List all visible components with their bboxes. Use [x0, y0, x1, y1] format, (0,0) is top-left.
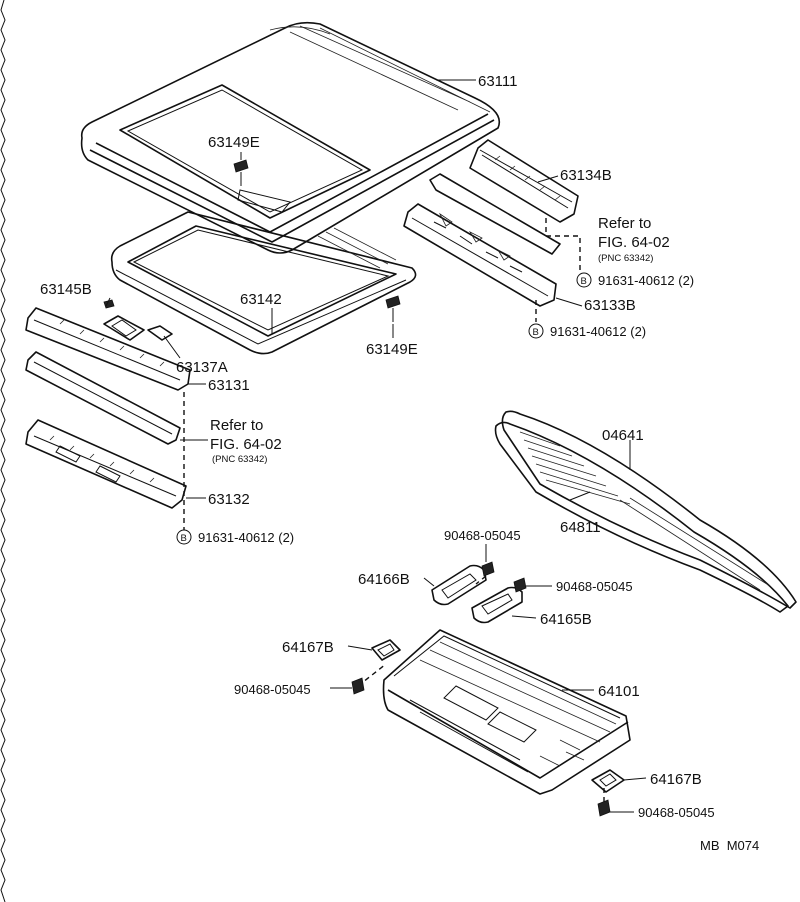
clip-90468-c	[351, 677, 365, 695]
label-64166b: 64166B	[358, 571, 410, 588]
badge-b-top: B	[576, 272, 592, 288]
bracket-63137a	[147, 325, 173, 341]
frame-63142	[110, 211, 417, 355]
label-63133b: 63133B	[584, 297, 636, 314]
bracket-63145b	[103, 299, 145, 341]
label-refer-mid-1: Refer to	[210, 417, 263, 434]
roof-panel	[80, 21, 500, 254]
clip-90468-d	[597, 799, 611, 817]
label-bolt-spec-b: 91631-40612 (2)	[550, 324, 646, 339]
label-refer-mid-3: (PNC 63342)	[212, 454, 267, 465]
rail-63133b	[403, 203, 557, 307]
label-63131: 63131	[208, 377, 250, 394]
badge-b-mid: B	[528, 323, 544, 339]
label-63111: 63111	[478, 73, 518, 90]
label-64167b-right: 64167B	[650, 771, 702, 788]
label-63137a: 63137A	[176, 359, 228, 376]
pad-64167b-left	[371, 639, 401, 661]
label-bolt-spec-a: 91631-40612 (2)	[598, 273, 694, 288]
rear-glass	[494, 410, 797, 613]
label-64811: 64811	[560, 519, 601, 536]
badge-b-left: B	[176, 529, 192, 545]
dash-line-clip-a	[475, 575, 487, 585]
label-refer-top-3: (PNC 63342)	[598, 253, 653, 264]
label-63149e-mid: 63149E	[366, 341, 418, 358]
badge-b-left-letter: B	[181, 533, 187, 544]
dash-line-clip-b	[357, 663, 387, 687]
label-clip-1: 90468-05045	[444, 528, 521, 543]
bolt-63149e-mid	[385, 295, 401, 322]
dash-line-right-a	[545, 218, 581, 272]
pad-64165b	[471, 586, 523, 624]
label-refer-top-2: FIG. 64-02	[598, 234, 670, 251]
label-64167b-left: 64167B	[282, 639, 334, 656]
label-63132: 63132	[208, 491, 250, 508]
figure-code: MB M074	[700, 838, 759, 853]
badge-b-mid-letter: B	[533, 327, 539, 338]
leader-lines	[105, 79, 647, 813]
package-tray	[382, 629, 631, 795]
pad-64166b	[431, 564, 487, 606]
label-63142: 63142	[240, 291, 282, 308]
clip-90468-a	[481, 561, 495, 577]
badge-b-top-letter: B	[581, 276, 587, 287]
label-64101: 64101	[598, 683, 640, 700]
rail-63131	[25, 307, 191, 445]
clip-90468-b	[513, 577, 527, 593]
label-clip-2: 90468-05045	[556, 579, 633, 594]
label-bolt-spec-c: 91631-40612 (2)	[198, 530, 294, 545]
rail-63134b	[429, 139, 579, 255]
label-clip-4: 90468-05045	[638, 805, 715, 820]
label-63149e-top: 63149E	[208, 134, 260, 151]
label-refer-top-1: Refer to	[598, 215, 651, 232]
bolt-63149e-top	[233, 159, 249, 186]
label-04641: 04641	[602, 427, 644, 444]
label-63134b: 63134B	[560, 167, 612, 184]
label-64165b: 64165B	[540, 611, 592, 628]
left-border	[0, 0, 6, 902]
label-63145b: 63145B	[40, 281, 92, 298]
label-clip-3: 90468-05045	[234, 682, 311, 697]
rail-63132	[25, 419, 187, 509]
label-refer-mid-2: FIG. 64-02	[210, 436, 282, 453]
pad-64167b-right	[591, 769, 625, 793]
